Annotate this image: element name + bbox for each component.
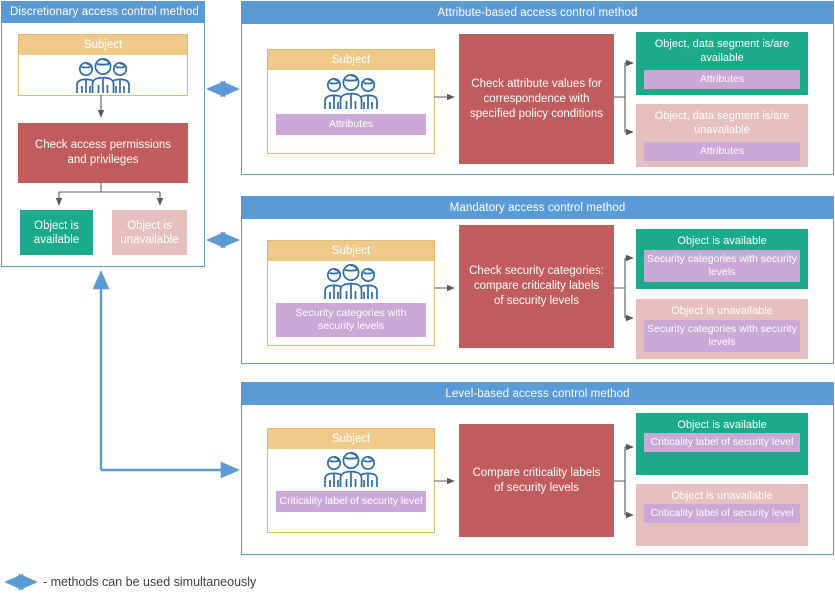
panel-attribute-based: Attribute-based access control method Su… xyxy=(241,1,834,175)
result-title: Object, data segment is/are available xyxy=(654,38,790,64)
result-title: Object, data segment is/are unavailable xyxy=(654,110,790,136)
people-group-icon xyxy=(322,74,380,115)
result-tag: Attributes xyxy=(644,142,800,161)
result-title: Object is unavailable xyxy=(671,305,773,317)
result-tag: Security categories with security levels xyxy=(644,320,800,352)
mandatory-subject-tag: Security categories with security levels xyxy=(276,303,426,337)
result-tag: Criticality label of security level xyxy=(644,504,800,523)
panel-discretionary-title: Discretionary access control method xyxy=(2,2,204,23)
panel-mandatory: Mandatory access control method Subject … xyxy=(241,196,834,364)
result-tag: Attributes xyxy=(644,70,800,89)
panel-discretionary: Discretionary access control method Subj… xyxy=(1,1,205,267)
attribute-result-unavailable: Object, data segment is/are unavailable … xyxy=(636,104,808,167)
attribute-subject-tag: Attributes xyxy=(276,114,426,135)
subject-title: Subject xyxy=(19,35,187,55)
discretionary-result-unavailable: Object is unavailable xyxy=(112,210,187,255)
level-result-unavailable: Object is unavailable Criticality label … xyxy=(636,484,808,546)
mandatory-result-unavailable: Object is unavailable Security categorie… xyxy=(636,299,808,359)
panel-level-based: Level-based access control method Subjec… xyxy=(241,382,834,555)
discretionary-result-available: Object is available xyxy=(20,210,93,255)
subject-title: Subject xyxy=(268,50,434,70)
mandatory-result-available: Object is available Security categories … xyxy=(636,229,808,289)
result-title: Object is available xyxy=(677,235,767,247)
subject-body: Criticality label of security level xyxy=(268,449,434,532)
attribute-result-available: Object, data segment is/are available At… xyxy=(636,32,808,95)
legend-text: - methods can be used simultaneously xyxy=(43,575,257,589)
discretionary-process-box: Check access permissions and privileges xyxy=(18,123,188,183)
subject-body xyxy=(19,55,187,95)
level-result-available: Object is available Criticality label of… xyxy=(636,413,808,475)
mandatory-process-box: Check security categories: compare criti… xyxy=(459,225,614,348)
level-subject-tag: Criticality label of security level xyxy=(276,491,426,512)
panel-level-title: Level-based access control method xyxy=(242,383,833,405)
result-tag: Security categories with security levels xyxy=(644,250,800,282)
double-headed-arrow-icon xyxy=(4,573,38,591)
attribute-subject-card: Subject Attributes xyxy=(267,49,435,154)
subject-title: Subject xyxy=(268,241,434,261)
subject-body: Attributes xyxy=(268,70,434,153)
people-group-icon xyxy=(322,452,380,493)
result-title: Object is unavailable xyxy=(671,490,773,502)
result-tag: Criticality label of security level xyxy=(644,433,800,452)
attribute-process-box: Check attribute values for correspondenc… xyxy=(459,34,614,164)
discretionary-subject-card: Subject xyxy=(18,34,188,96)
level-subject-card: Subject Criticality label of security le… xyxy=(267,428,435,533)
subject-body: Security categories with security levels xyxy=(268,261,434,345)
people-group-icon xyxy=(74,58,132,99)
mandatory-subject-card: Subject Security categories with securit… xyxy=(267,240,435,346)
panel-mandatory-title: Mandatory access control method xyxy=(242,197,833,219)
level-process-box: Compare criticality labels of security l… xyxy=(459,424,614,537)
result-title: Object is available xyxy=(677,419,767,431)
panel-attribute-title: Attribute-based access control method xyxy=(242,2,833,24)
subject-title: Subject xyxy=(268,429,434,449)
legend: - methods can be used simultaneously xyxy=(0,570,400,594)
people-group-icon xyxy=(322,264,380,305)
